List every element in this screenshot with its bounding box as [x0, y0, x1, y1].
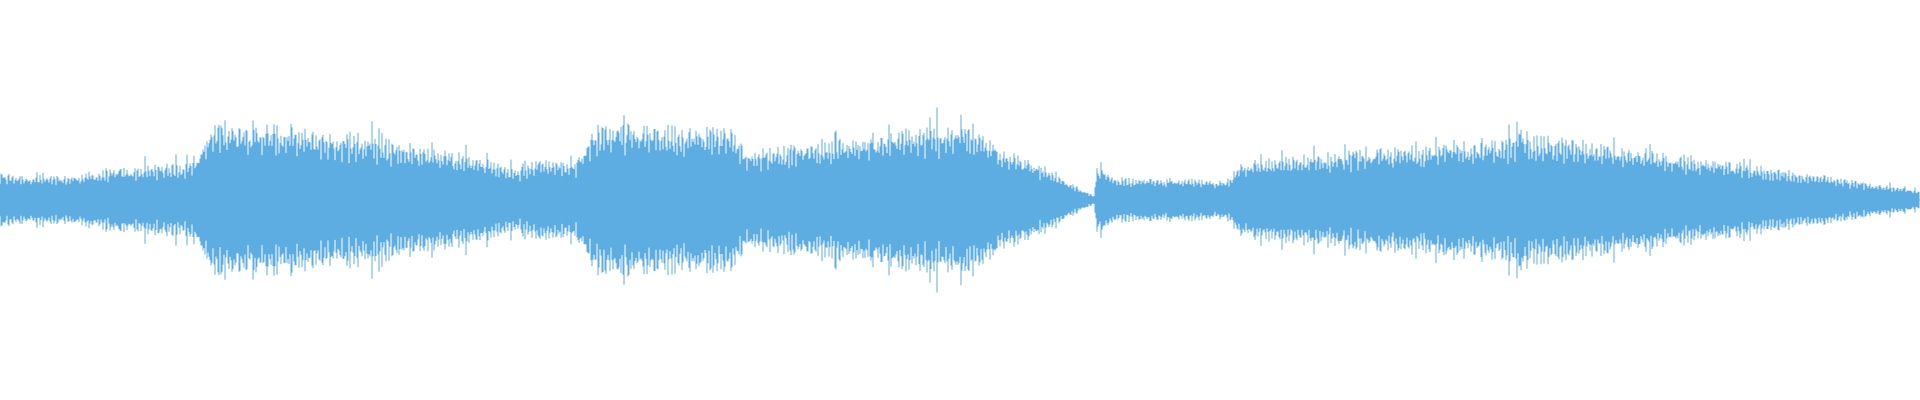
- audio-waveform[interactable]: [0, 0, 1920, 400]
- waveform-view: [0, 0, 1920, 400]
